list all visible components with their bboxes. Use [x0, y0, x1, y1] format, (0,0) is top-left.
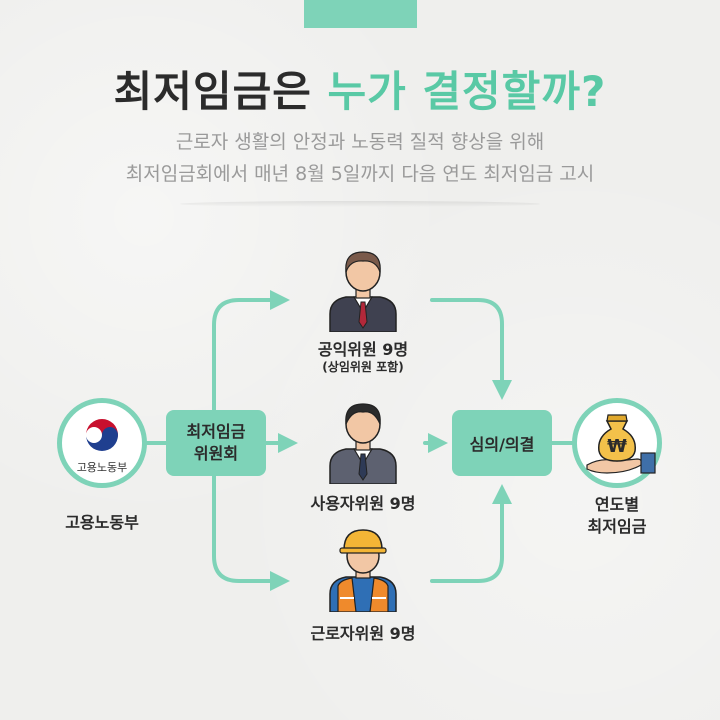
subtitle-line-2: 최저임금회에서 매년 8월 5일까지 다음 연도 최저임금 고시: [125, 163, 595, 185]
deliberation-box: 심의/의결: [452, 410, 552, 476]
minimum-wage-committee-box: 최저임금 위원회: [166, 410, 266, 476]
public-member-label: 공익위원 9명: [317, 340, 409, 359]
employer-member-label: 사용자위원 9명: [310, 494, 416, 513]
money-bag-hand-icon: ₩: [586, 414, 656, 474]
annual-wage-circle: ₩: [572, 398, 662, 488]
title-dark-part: 최저임금은: [113, 67, 312, 116]
moel-logo-text: 고용노동부: [76, 461, 128, 474]
worker-member-avatar-icon: [329, 529, 397, 612]
employer-member-avatar-icon: [329, 403, 397, 484]
public-member-note: (상임위원 포함): [322, 360, 404, 374]
connector-worker-to-deliberation: [430, 484, 512, 583]
worker-member-label: 근로자위원 9명: [310, 624, 416, 643]
won-symbol: ₩: [607, 436, 627, 457]
taegeuk-emblem-icon: [86, 419, 118, 451]
connector-committee-to-public: [212, 290, 290, 412]
moel-label: 고용노동부: [65, 513, 139, 532]
committee-line-1: 최저임금: [186, 422, 246, 441]
connector-public-to-deliberation: [430, 298, 512, 400]
page-title: 최저임금은 누가 결정할까?: [0, 58, 720, 119]
title-accent-part: 누가 결정할까?: [327, 67, 607, 116]
committee-line-2: 위원회: [193, 444, 239, 463]
header-divider: [180, 201, 540, 207]
annual-wage-label: 연도별 최저임금: [567, 494, 667, 538]
public-member-avatar-icon: [329, 251, 397, 332]
annual-wage-line-1: 연도별: [594, 495, 640, 514]
moel-logo-circle: 고용노동부: [57, 398, 147, 488]
subtitle-line-1: 근로자 생활의 안정과 노동력 질적 향상을 위해: [175, 131, 545, 153]
top-accent-tab: [304, 0, 417, 28]
connector-committee-to-worker: [212, 474, 290, 591]
annual-wage-line-2: 최저임금: [587, 517, 647, 536]
